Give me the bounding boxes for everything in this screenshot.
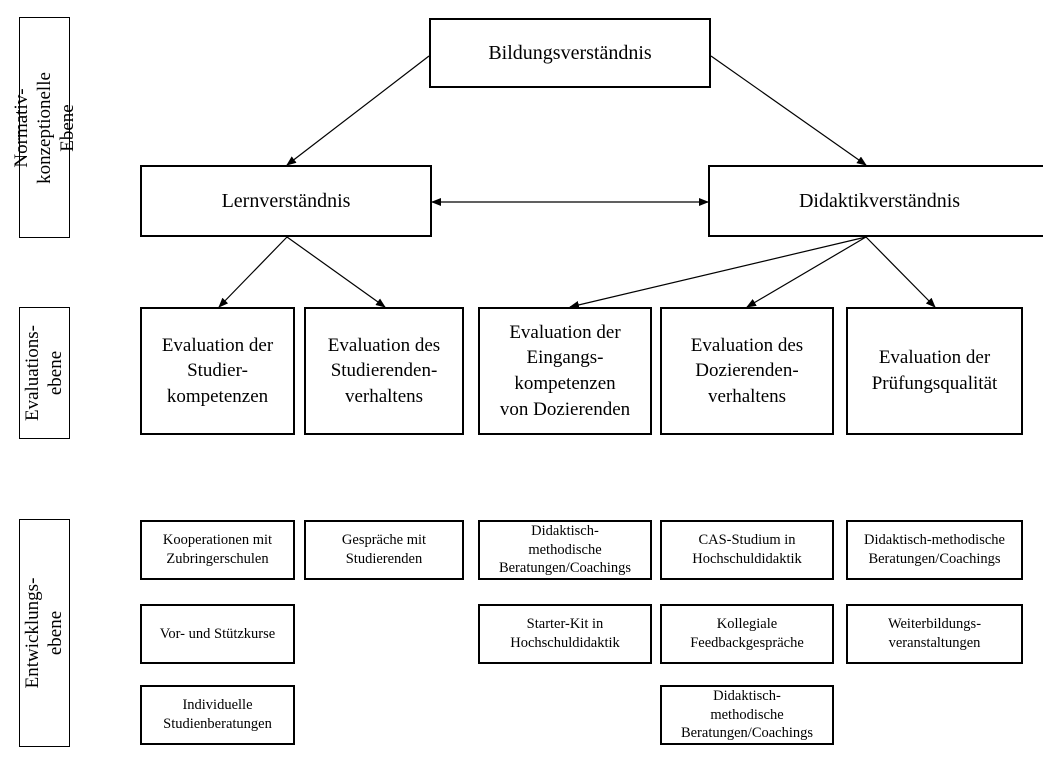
level-label-evaluation: Evaluations- ebene bbox=[19, 307, 70, 439]
box-dev-gespraeche: Gespräche mit Studierenden bbox=[304, 520, 464, 580]
box-dev-beratungen-col4: Didaktisch- methodische Beratungen/Coach… bbox=[660, 685, 834, 745]
arrow-bildung-to-didaktik bbox=[710, 55, 867, 166]
arrow-didaktik-to-eval3 bbox=[569, 236, 867, 309]
level-label-evaluation-text: Evaluations- ebene bbox=[21, 324, 66, 422]
level-label-normative-text: Normativ-konzeptionelle Ebene bbox=[10, 71, 77, 184]
box-dev-kooperationen: Kooperationen mit Zubringerschulen bbox=[140, 520, 295, 580]
level-label-development: Entwicklungs- ebene bbox=[19, 519, 70, 747]
arrow-didaktik-to-eval4 bbox=[746, 236, 867, 308]
level-label-normative: Normativ-konzeptionelle Ebene bbox=[10, 17, 77, 238]
box-dev-vor-stuetzkurse: Vor- und Stützkurse bbox=[140, 604, 295, 664]
box-bildungsverstaendnis: Bildungsverständnis bbox=[429, 18, 711, 88]
box-dev-weiterbildung: Weiterbildungs- veranstaltungen bbox=[846, 604, 1023, 664]
arrow-lern-to-eval1 bbox=[218, 236, 288, 308]
box-lernverstaendnis: Lernverständnis bbox=[140, 165, 432, 237]
box-eval-dozierendenverhalten: Evaluation des Dozierenden- verhaltens bbox=[660, 307, 834, 435]
box-didaktikverstaendnis: Didaktikverständnis bbox=[708, 165, 1043, 237]
box-eval-studierendenverhalten: Evaluation des Studierenden- verhaltens bbox=[304, 307, 464, 435]
arrow-lern-to-eval2 bbox=[286, 236, 386, 308]
box-dev-studienberatungen: Individuelle Studienberatungen bbox=[140, 685, 295, 745]
box-eval-studierkompetenzen: Evaluation der Studier- kompetenzen bbox=[140, 307, 295, 435]
arrow-bildung-to-lern bbox=[286, 55, 430, 166]
box-dev-cas-studium: CAS-Studium in Hochschuldidaktik bbox=[660, 520, 834, 580]
box-eval-pruefungsqualitaet: Evaluation der Prüfungsqualität bbox=[846, 307, 1023, 435]
box-dev-starter-kit: Starter-Kit in Hochschuldidaktik bbox=[478, 604, 652, 664]
arrow-didaktik-to-eval5 bbox=[865, 236, 936, 308]
box-dev-feedbackgespraeche: Kollegiale Feedbackgespräche bbox=[660, 604, 834, 664]
box-eval-eingangskompetenzen: Evaluation der Eingangs- kompetenzen von… bbox=[478, 307, 652, 435]
box-dev-beratungen-col3: Didaktisch- methodische Beratungen/Coach… bbox=[478, 520, 652, 580]
level-label-development-text: Entwicklungs- ebene bbox=[21, 577, 66, 689]
box-dev-beratungen-col5: Didaktisch-methodische Beratungen/Coachi… bbox=[846, 520, 1023, 580]
